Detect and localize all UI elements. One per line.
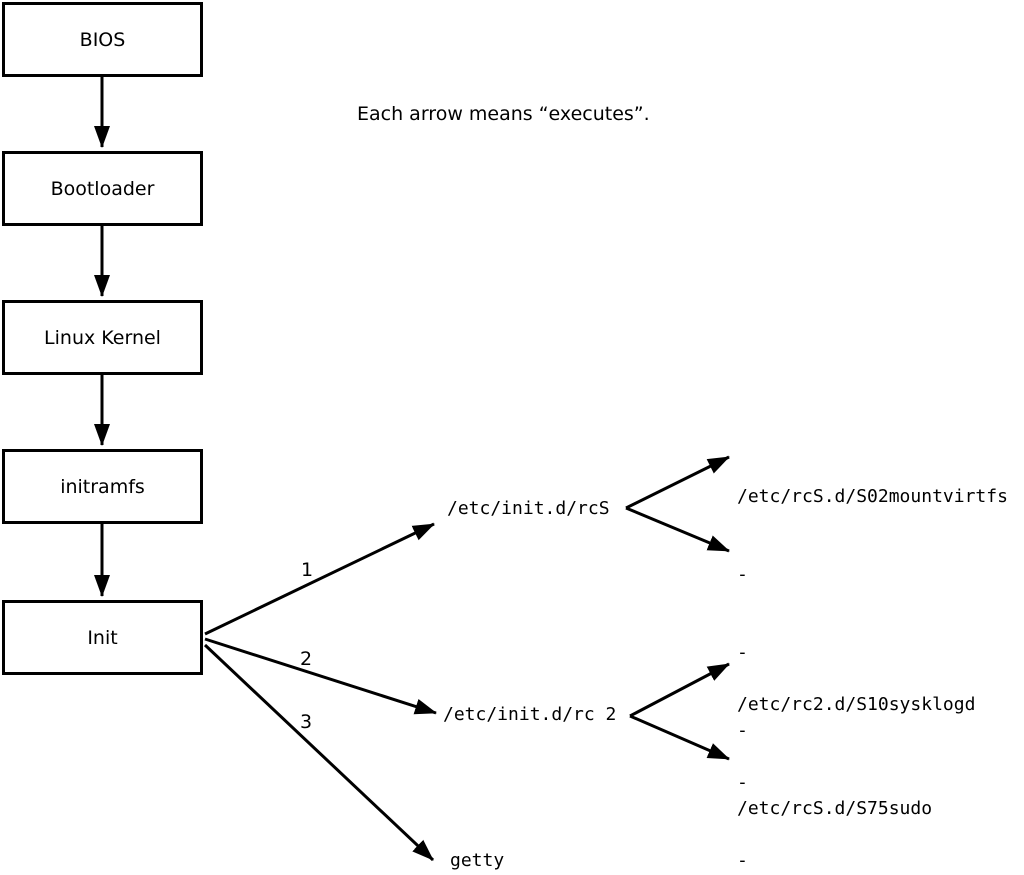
rc2-script-item: - (737, 850, 748, 871)
rcS-script-item: /etc/rcS.d/S02mountvirtfs (737, 486, 1008, 507)
rcS-script-item: - (737, 720, 748, 741)
arrow-init-to-rcS (204, 522, 435, 636)
arrow-rcS-to-S75sudo (625, 506, 730, 553)
box-linux-kernel-label: Linux Kernel (44, 326, 161, 349)
rcS-script-item: /etc/rcS.d/S75sudo (737, 798, 933, 819)
box-initramfs: initramfs (2, 449, 203, 524)
box-bios: BIOS (2, 2, 203, 77)
branch-3-number: 3 (300, 711, 313, 733)
branch-3-target-getty: getty (450, 850, 505, 871)
rcS-script-item: - (737, 642, 748, 663)
branch-2-number: 2 (300, 648, 313, 670)
box-linux-kernel: Linux Kernel (2, 300, 203, 375)
arrow-rcS-to-S02mountvirtfs (625, 455, 730, 510)
arrow-rc2-to-S99gdm (629, 714, 730, 761)
branch-2-target-rc2: /etc/init.d/rc 2 (443, 704, 617, 725)
arrow-rc2-to-S10sysklogd (629, 662, 730, 718)
arrow-init-to-getty (203, 643, 435, 862)
box-init-label: Init (87, 626, 118, 649)
rcS-scripts-list: /etc/rcS.d/S02mountvirtfs - - - /etc/rcS… (737, 432, 1008, 874)
branch-1-number: 1 (301, 559, 314, 581)
box-bootloader: Bootloader (2, 151, 203, 226)
box-bootloader-label: Bootloader (50, 177, 155, 200)
rcS-script-item: - (737, 564, 748, 585)
arrow-init-to-rc2 (204, 637, 437, 715)
rc2-script-item: /etc/rc2.d/S10sysklogd (737, 694, 976, 715)
box-bios-label: BIOS (79, 28, 126, 51)
box-initramfs-label: initramfs (60, 475, 145, 498)
rc2-scripts-list: /etc/rc2.d/S10sysklogd - - - /etc/rc2.d/… (737, 640, 975, 875)
note-arrow-meaning: Each arrow means “executes”. (357, 103, 650, 125)
box-init: Init (2, 600, 203, 675)
rc2-script-item: - (737, 772, 748, 793)
branch-1-target-rcS: /etc/init.d/rcS (447, 498, 610, 519)
